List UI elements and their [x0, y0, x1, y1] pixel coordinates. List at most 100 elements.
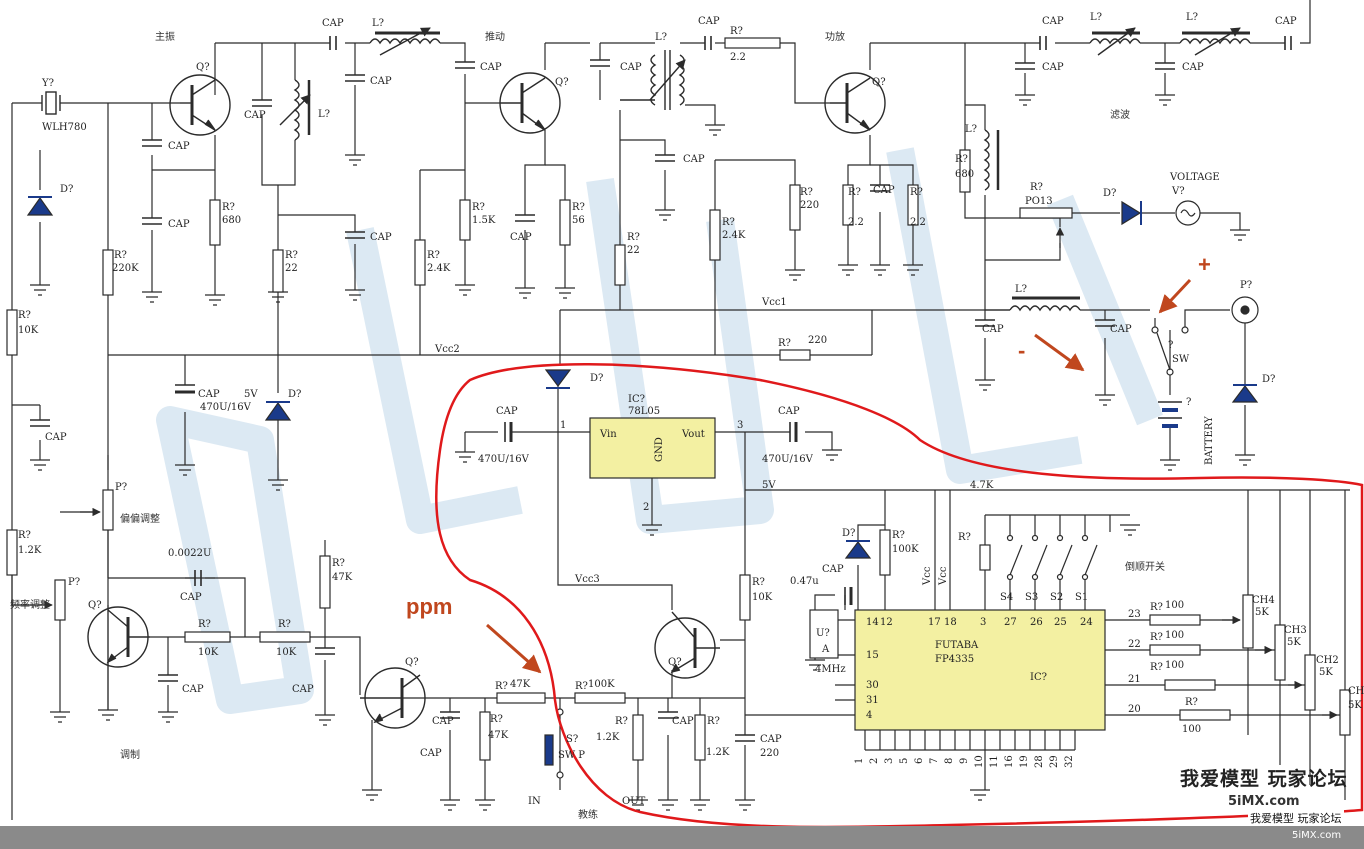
l-ref: L?: [1015, 284, 1027, 295]
p-ref: P?: [68, 577, 80, 588]
cap-label: CAP: [420, 748, 442, 759]
c-ref: CAP: [1110, 324, 1132, 335]
l-ref: L?: [1186, 12, 1198, 23]
voltage-ref: V?: [1171, 186, 1185, 197]
label-trainer: 教练: [578, 808, 598, 821]
l-ref: L?: [965, 124, 977, 135]
q-ref: Q?: [88, 600, 102, 611]
transistor: [87, 606, 150, 668]
potentiometer: [102, 489, 114, 531]
po-label: PO13: [1025, 196, 1053, 207]
r-value: 1.2K: [18, 545, 42, 556]
c-ref: CAP: [683, 154, 705, 165]
q-ref: Q?: [872, 77, 886, 88]
ppm-annotation: ppm: [406, 594, 452, 619]
r-ref: R?: [800, 187, 813, 198]
pin-10: 10: [974, 755, 985, 768]
c-ref: CAP: [244, 110, 266, 121]
plus-annotation: +: [1198, 252, 1211, 277]
d-ref: D?: [842, 528, 855, 539]
pin-9: 9: [959, 758, 970, 764]
c-ref: CAP: [1275, 16, 1297, 27]
encoder-ic: [854, 609, 1106, 790]
ch3-value: 5K: [1287, 637, 1301, 648]
label-freq-adj: 频率调整: [10, 598, 50, 611]
r-ref: R?: [627, 232, 640, 243]
c-ref: CAP: [1182, 62, 1204, 73]
regulator-pin3: 3: [737, 420, 743, 431]
encoder-bottom-pins: 1 2 3 5 6 7 8 9 10 11 16 19 28 29 32: [854, 755, 1075, 768]
resistor: [209, 199, 221, 246]
watermark-site-small: 我爱模型 玩家论坛: [1248, 810, 1344, 826]
label-modulation: 调制: [120, 748, 140, 761]
encoder-pin27: 27: [1004, 617, 1017, 628]
r-value: 100: [1165, 660, 1184, 671]
r-value: 2.4K: [722, 230, 746, 241]
d-ref: D?: [590, 373, 603, 384]
r-ref: R?: [752, 577, 765, 588]
r-value: 100K: [892, 544, 919, 555]
resistor: [1019, 207, 1073, 219]
r-value: 10K: [18, 325, 39, 336]
potentiometer: [1274, 624, 1286, 681]
net-5v: 5V: [762, 480, 776, 491]
r-ref: R?: [572, 202, 585, 213]
osc-sub: A: [821, 644, 830, 655]
label-channel-switch: 倒顺开关: [1125, 560, 1165, 573]
d-ref: D?: [1262, 374, 1275, 385]
r-ref: R?: [958, 532, 971, 543]
resistor: [739, 574, 751, 621]
c-value: 470U/16V: [478, 454, 530, 465]
switch-s4: S4: [1000, 592, 1013, 603]
r-ref: R?: [1030, 182, 1043, 193]
d-ref: D?: [288, 389, 301, 400]
c-ref: CAP: [672, 716, 694, 727]
encoder-part: FP4335: [935, 654, 974, 665]
inductor: [1179, 38, 1251, 45]
bottom-bar: [0, 826, 1364, 849]
resistor: [574, 692, 626, 704]
encoder-pin4: 4: [866, 710, 872, 721]
r-ref: R?: [427, 250, 440, 261]
pot-wipers: [30, 227, 1338, 720]
r-value: 2.2: [910, 217, 926, 228]
c-ref: CAP: [778, 406, 800, 417]
regulator-labels: IC? 78L05 Vin Vout GND 1 2 3: [560, 394, 743, 513]
q-ref: Q?: [196, 62, 210, 73]
resistor: [842, 184, 854, 226]
ch2-label: CH2: [1316, 655, 1339, 666]
regulator-pin1: 1: [560, 420, 566, 431]
output-connector: [1231, 296, 1259, 324]
encoder-pin14: 14: [866, 617, 879, 628]
inductors: [279, 27, 1251, 312]
resistor: [459, 199, 471, 241]
r-value: 1.5K: [472, 215, 496, 226]
encoder-pin21: 21: [1128, 674, 1141, 685]
potentiometer: [1339, 689, 1351, 736]
c-ref: CAP: [168, 219, 190, 230]
sw-label: SW: [1172, 354, 1190, 365]
r-value: 2.4K: [427, 263, 451, 274]
r-ref: R?: [707, 716, 720, 727]
component-labels: Q? Q? Q? Q? Q? Q? L? L? L? L? L? L? L? C…: [18, 12, 1364, 807]
ch4-label: CH4: [1252, 595, 1275, 606]
regulator-ic: [589, 417, 716, 479]
r-value: 220: [808, 335, 827, 346]
label-main-osc: 主振: [155, 30, 175, 43]
pin-5: 5: [899, 758, 910, 764]
c-ref: CAP: [873, 185, 895, 196]
diode: [26, 196, 54, 216]
oscillator-module: [809, 609, 839, 659]
r-ref: R?: [278, 619, 291, 630]
c-value: 0.47u: [790, 576, 819, 587]
c-ref: CAP: [180, 592, 202, 603]
diode: [1231, 385, 1259, 403]
encoder-pin20: 20: [1128, 704, 1141, 715]
c-ref: CAP: [480, 62, 502, 73]
resistor: [414, 239, 426, 286]
encoder-pin17: 17: [928, 617, 941, 628]
c-ref: CAP: [760, 734, 782, 745]
encoder-pin30: 30: [866, 680, 879, 691]
r-value: 220: [800, 200, 819, 211]
